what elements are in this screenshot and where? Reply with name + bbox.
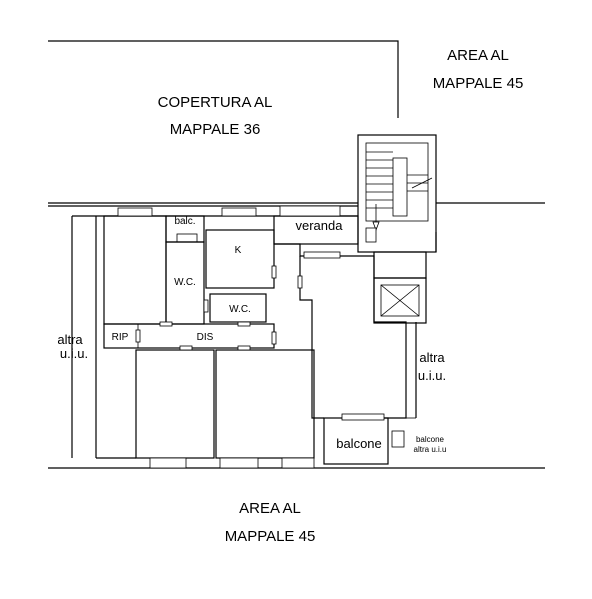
- label-area-top-right-1: AREA AL: [447, 47, 509, 64]
- label-balc: balc.: [174, 216, 195, 227]
- label-balcone-altra-2: altra u.i.u: [414, 445, 447, 454]
- label-balcone-altra-1: balcone: [416, 435, 445, 444]
- label-rip: RIP: [112, 332, 129, 343]
- door-marks: [135, 265, 303, 351]
- label-veranda: veranda: [296, 218, 344, 233]
- label-wc-2: W.C.: [229, 304, 251, 315]
- label-kitchen: K: [235, 245, 242, 256]
- label-dis: DIS: [197, 332, 214, 343]
- label-area-bottom-1: AREA AL: [239, 500, 301, 517]
- label-altra-left-1: altra: [57, 332, 83, 347]
- windows: [117, 205, 385, 469]
- label-altra-left-2: u.i.u.: [60, 346, 88, 361]
- boundary-lines: [48, 40, 545, 469]
- label-balcone: balcone: [336, 436, 382, 451]
- label-copertura-1: COPERTURA AL: [158, 94, 273, 111]
- lift-shaft: [373, 277, 427, 324]
- label-altra-right-2: u.i.u.: [418, 368, 446, 383]
- label-altra-right-1: altra: [419, 350, 445, 365]
- label-wc-1: W.C.: [174, 277, 196, 288]
- label-copertura-2: MAPPALE 36: [170, 121, 261, 138]
- stair-core: [357, 134, 437, 279]
- label-area-bottom-2: MAPPALE 45: [225, 528, 316, 545]
- label-area-top-right-2: MAPPALE 45: [433, 75, 524, 92]
